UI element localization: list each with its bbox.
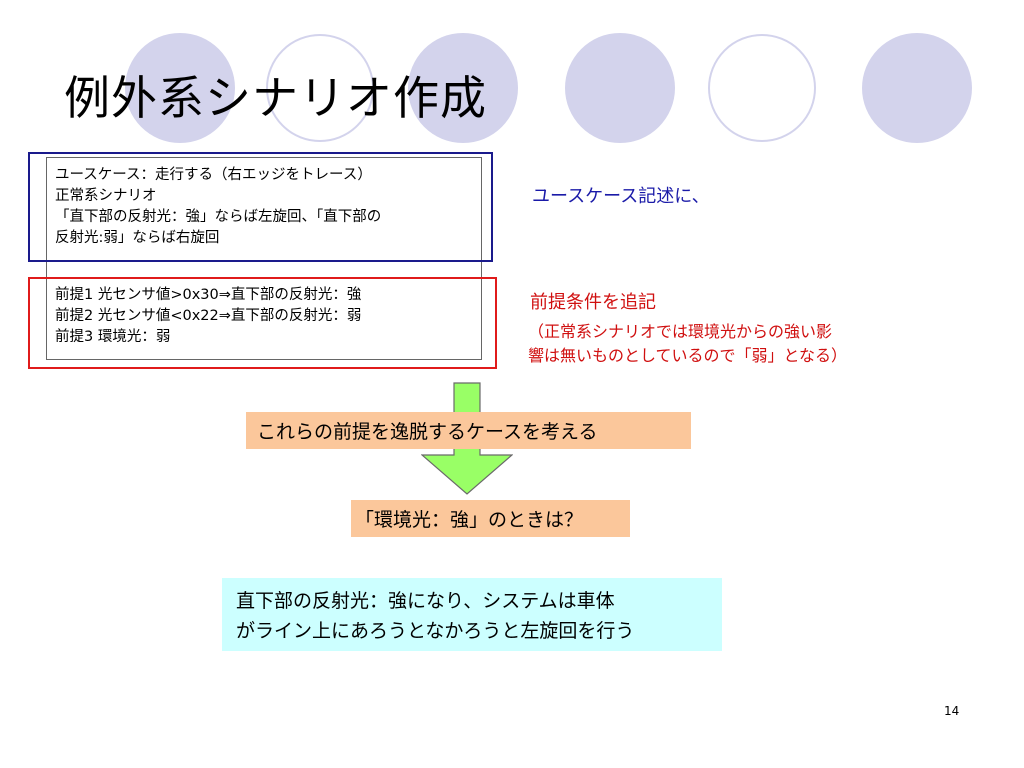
usecase-line: 「直下部の反射光：強」ならば左旋回、「直下部の [55,209,382,225]
usecase-description: ユースケース：走行する（右エッジをトレース） 正常系シナリオ 「直下部の反射光：… [55,165,381,249]
premise-line: 前提2 光センサ値<0x22⇒直下部の反射光：弱 [55,308,362,324]
decorative-ring-2 [708,34,816,142]
usecase-line: 反射光:弱」ならば右旋回 [55,230,220,246]
premise-line: 前提1 光センサ値>0x30⇒直下部の反射光：強 [55,287,362,303]
decorative-ring-1 [266,34,374,142]
premise-note-line: （正常系シナリオでは環境光からの強い影 [528,322,833,341]
decorative-circle-4 [862,33,972,143]
decorative-circle-1 [125,33,235,143]
flow-step-strong-ambient-light: 「環境光：強」のときは？ [351,500,630,537]
flow-step-text: これらの前提を逸脱するケースを考える [257,421,598,443]
result-line: 直下部の反射光：強になり、システムは車体 [236,590,615,612]
premise-note-detail: （正常系シナリオでは環境光からの強い影 響は無いものとしているので「弱」となる） [528,320,847,368]
flow-step-text: 「環境光：強」のときは？ [355,509,584,531]
page-number: 14 [944,704,960,718]
decorative-circle-2 [408,33,518,143]
result-box: 直下部の反射光：強になり、システムは車体 がライン上にあろうとなかろうと左旋回を… [222,578,722,651]
slide-title: 例外系シナリオ作成 [64,71,487,125]
usecase-line: 正常系シナリオ [55,188,157,204]
premise-note-line: 響は無いものとしているので「弱」となる） [528,346,848,365]
usecase-line: ユースケース：走行する（右エッジをトレース） [55,167,372,183]
flow-step-consider-deviations: これらの前提を逸脱するケースを考える [246,412,691,449]
premise-note-heading: 前提条件を追記 [530,292,656,313]
premise-highlight-frame [28,277,497,369]
premise-list: 前提1 光センサ値>0x30⇒直下部の反射光：強 前提2 光センサ値<0x22⇒… [55,285,361,348]
frame-gap [47,272,481,286]
result-line: がライン上にあろうとなかろうと左旋回を行う [236,620,635,642]
usecase-note: ユースケース記述に、 [532,186,710,207]
scenario-frame [46,157,482,360]
decorative-circle-3 [565,33,675,143]
premise-line: 前提3 環境光：弱 [55,329,171,345]
usecase-highlight-frame [28,152,493,262]
